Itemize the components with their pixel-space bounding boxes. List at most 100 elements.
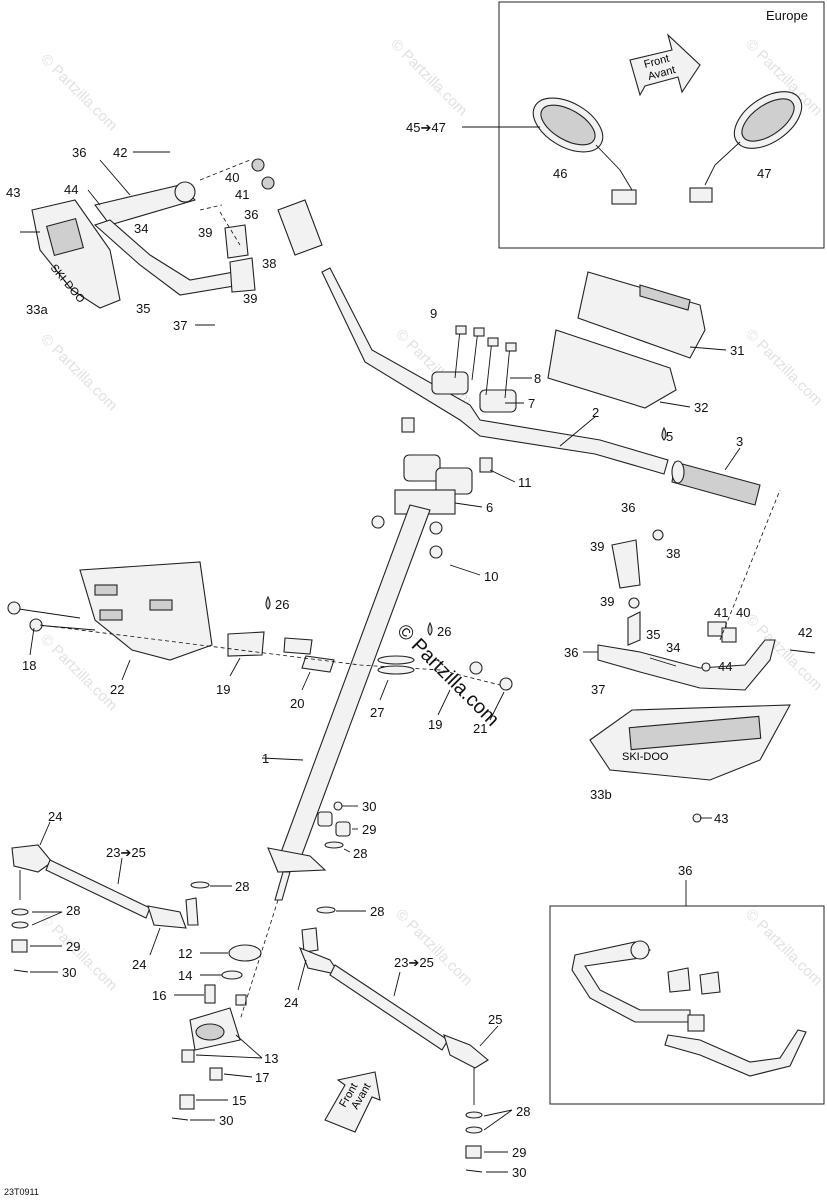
callout-6: 6 (486, 500, 493, 515)
left-handguard-assembly: SKI-DOO (20, 151, 323, 326)
callout-40-left: 40 (225, 170, 239, 185)
callout-22: 22 (110, 682, 124, 697)
callout-13: 13 (264, 1051, 278, 1066)
callout-34-right: 34 (666, 640, 680, 655)
callout-36-left-clamp: 36 (244, 207, 258, 222)
callout-15: 15 (232, 1093, 246, 1108)
callout-43-right: 43 (714, 811, 728, 826)
callout-24-right: 24 (284, 995, 298, 1010)
callout-8: 8 (534, 371, 541, 386)
callout-30-bottom-left: 30 (219, 1113, 233, 1128)
callout-3: 3 (736, 434, 743, 449)
watermark: © Partzilla.com (387, 36, 470, 119)
callout-26-right: 26 (437, 624, 451, 639)
callout-23-25-right: 23➔25 (394, 955, 434, 970)
callout-35-left: 35 (136, 301, 150, 316)
grease-drop-icon (265, 595, 271, 610)
callout-44-right: 44 (718, 659, 732, 674)
callout-18: 18 (22, 658, 36, 673)
callout-1: 1 (262, 751, 269, 766)
callout-31: 31 (730, 343, 744, 358)
callout-28-right-rod: 28 (516, 1104, 530, 1119)
callout-28-center: 28 (353, 846, 367, 861)
callout-42-left: 42 (113, 145, 127, 160)
right-mirror-47 (689, 91, 803, 203)
callout-26-left: 26 (275, 597, 289, 612)
callout-30-center: 30 (362, 799, 376, 814)
callout-30-bottom-right: 30 (512, 1165, 526, 1180)
callout-9: 9 (430, 306, 437, 321)
callout-27: 27 (370, 705, 384, 720)
callout-38-left: 38 (262, 256, 276, 271)
callout-39-right-bottom: 39 (600, 594, 614, 609)
callout-19-left: 19 (216, 682, 230, 697)
callout-37-left: 37 (173, 318, 187, 333)
callout-33a: 33a (26, 302, 48, 317)
steering-column (267, 504, 431, 901)
callout-39-left-top: 39 (198, 225, 212, 240)
right-tie-rod (299, 927, 489, 1173)
callout-42-right: 42 (798, 625, 812, 640)
callout-41-right: 41 (714, 605, 728, 620)
callout-32: 32 (694, 400, 708, 415)
watermark: © Partzilla.com (37, 331, 120, 414)
callout-47: 47 (757, 166, 771, 181)
callout-36-right: 36 (564, 645, 578, 660)
grease-drop-icon (427, 621, 433, 636)
handlebar-pads (547, 271, 706, 409)
callout-35-right: 35 (646, 627, 660, 642)
callout-24-left: 24 (48, 809, 62, 824)
callout-29-right-rod: 29 (512, 1145, 526, 1160)
front-arrow-icon: Front Avant (629, 33, 701, 97)
watermark: © Partzilla.com (37, 631, 120, 714)
callout-40-right: 40 (736, 605, 750, 620)
callout-28-right-arm: 28 (370, 904, 384, 919)
callout-33b: 33b (590, 787, 612, 802)
callout-37-right: 37 (591, 682, 605, 697)
callout-24-left-end: 24 (132, 957, 146, 972)
callout-43-left: 43 (6, 185, 20, 200)
callout-29-left-rod: 29 (66, 939, 80, 954)
inset-europe-label: Europe (766, 8, 808, 23)
callout-39-right-top: 39 (590, 539, 604, 554)
callout-38-right: 38 (666, 546, 680, 561)
callout-2: 2 (592, 405, 599, 420)
callout-28-left-rod: 28 (66, 903, 80, 918)
callout-36-left: 36 (72, 145, 86, 160)
callout-29-center: 29 (362, 822, 376, 837)
callout-39-left-bottom: 39 (243, 291, 257, 306)
front-arrow-icon-bottom: Front Avant (324, 1071, 381, 1133)
callout-5: 5 (666, 429, 673, 444)
callout-17: 17 (255, 1070, 269, 1085)
callout-41-left: 41 (235, 187, 249, 202)
callout-45-47: 45➔47 (406, 120, 446, 135)
drawing-code: 23T0911 (4, 1187, 39, 1197)
callout-30-left-rod: 30 (62, 965, 76, 980)
callout-44-left: 44 (64, 182, 78, 197)
callout-34-left: 34 (134, 221, 148, 236)
right-handguard-assembly: SKI-DOO (589, 489, 816, 823)
europe-mirror-inset: Europe Front Avant 45➔47 46 47 (406, 1, 825, 249)
callout-11: 11 (518, 475, 532, 490)
left-mirror-46 (532, 97, 637, 205)
handguard-logo: SKI-DOO (622, 751, 669, 763)
handlebar (321, 267, 761, 559)
callout-28-left-arm: 28 (235, 879, 249, 894)
pitman-hardware (190, 801, 351, 914)
grease-drop-icon (661, 426, 667, 441)
callout-25: 25 (488, 1012, 502, 1027)
watermark: © Partzilla.com (392, 906, 475, 989)
inset-36-label: 36 (678, 863, 692, 878)
callout-14: 14 (178, 968, 192, 983)
lower-bearing-parts (171, 899, 279, 1121)
watermark: © Partzilla.com (37, 51, 120, 134)
steering-support-bracket (7, 561, 513, 691)
callout-23-25-left: 23➔25 (106, 845, 146, 860)
callout-20: 20 (290, 696, 304, 711)
left-tie-rod (11, 844, 199, 973)
handguard-kit-36-inset: 36 (549, 863, 825, 1105)
watermark: © Partzilla.com (742, 326, 825, 409)
callout-12: 12 (178, 946, 192, 961)
callout-16: 16 (152, 988, 166, 1003)
